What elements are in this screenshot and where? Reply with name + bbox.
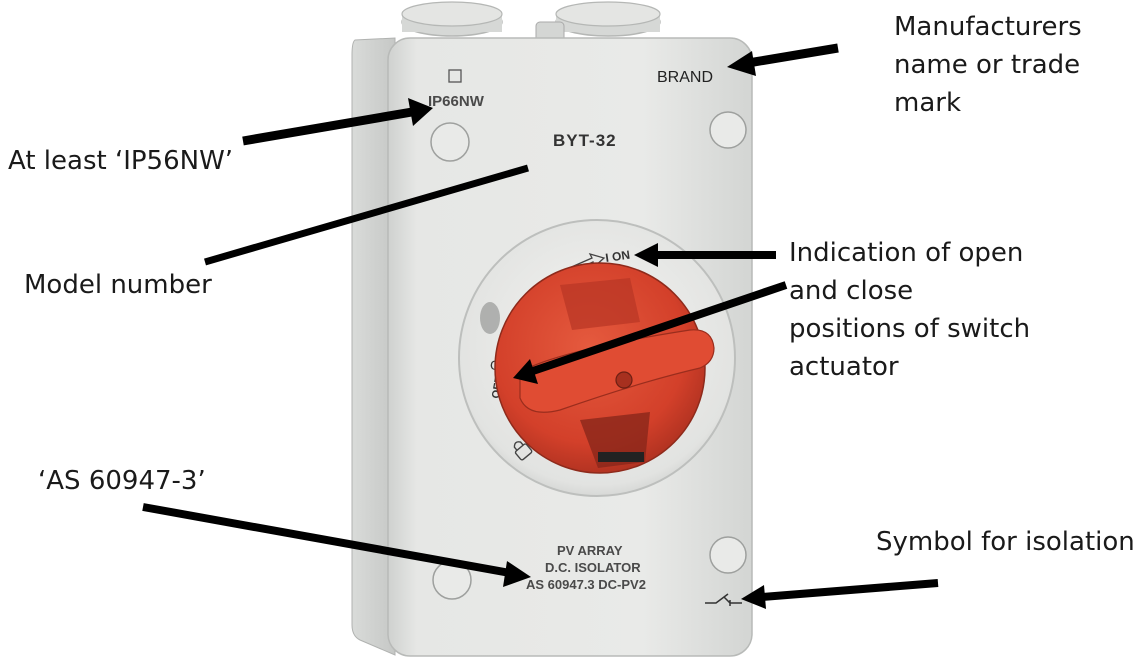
callout-standard-text: ‘AS 60947-3’: [38, 466, 206, 496]
callout-positions-line-2: and close: [789, 276, 914, 306]
callout-manufacturer: Manufacturers name or trade mark: [894, 8, 1082, 122]
switch-actuator-knob: [494, 262, 715, 474]
screw-hole: [709, 111, 747, 149]
callout-model-number: Model number: [24, 266, 212, 304]
brand-mark: BRAND: [657, 69, 713, 86]
callout-arrows: [142, 43, 939, 609]
callout-positions-line-1: Indication of open: [789, 238, 1024, 268]
arrow-on-position: [634, 243, 776, 267]
arrow-standard: [142, 503, 531, 587]
callout-positions-line-4: actuator: [789, 352, 899, 382]
isolation-symbol-icon: [705, 593, 742, 606]
callout-isolation-symbol: Symbol for isolation: [876, 523, 1135, 561]
padlock-icon: [513, 441, 533, 461]
isolator-enclosure: IP66NW BRAND BYT-32 I ON O OFF: [351, 1, 753, 657]
cert-square-icon: [448, 69, 462, 83]
screw-hole: [709, 536, 747, 574]
label-line-2: D.C. ISOLATOR: [545, 560, 641, 575]
label-line-1: PV ARRAY: [557, 543, 623, 558]
model-number: BYT-32: [553, 131, 617, 150]
arrow-ip-rating: [242, 98, 433, 146]
arrow-model-number: [204, 164, 529, 266]
callout-manufacturer-line-1: Manufacturers: [894, 12, 1082, 42]
callout-positions: Indication of open and close positions o…: [789, 234, 1030, 386]
callout-standard: ‘AS 60947-3’: [38, 462, 206, 500]
label-line-3: AS 60947.3 DC-PV2: [526, 577, 646, 592]
callout-isolation-symbol-text: Symbol for isolation: [876, 527, 1135, 557]
arrow-isolation-symbol: [741, 579, 939, 609]
callout-model-number-text: Model number: [24, 270, 212, 300]
callout-manufacturer-line-2: name or trade: [894, 50, 1081, 80]
cert-mark: IP66NW: [428, 93, 485, 110]
callout-manufacturer-line-3: mark: [894, 88, 962, 118]
callout-ip-rating-text: At least ‘IP56NW’: [8, 146, 234, 176]
arrow-off-position: [513, 281, 788, 384]
arrow-manufacturer: [727, 43, 839, 76]
screw-hole: [430, 122, 470, 162]
on-label: I ON: [604, 248, 630, 265]
callout-positions-line-3: positions of switch: [789, 314, 1031, 344]
callout-ip-rating: At least ‘IP56NW’: [8, 142, 233, 180]
